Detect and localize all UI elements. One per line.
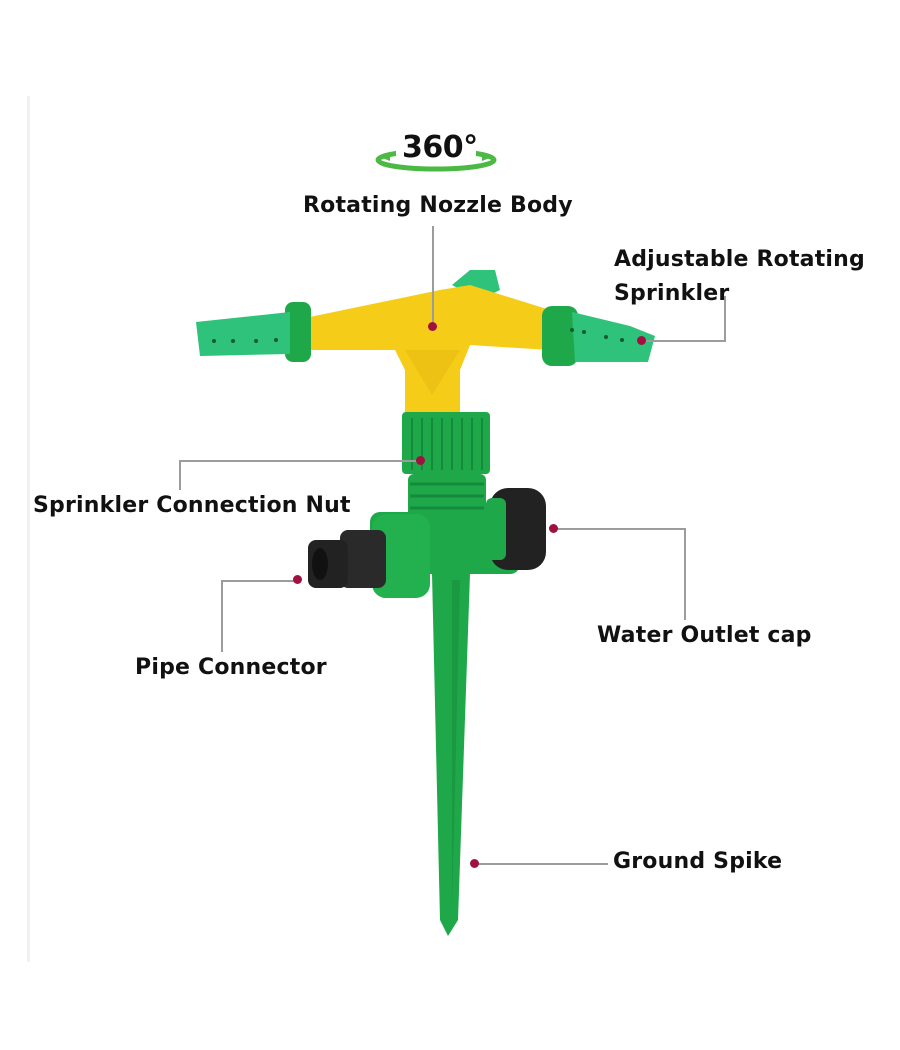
leader-pipe-connector-v	[221, 580, 223, 652]
label-pipe-connector: Pipe Connector	[135, 655, 327, 680]
label-water-outlet-cap: Water Outlet cap	[597, 623, 812, 648]
marker-adjustable-sprinkler	[637, 336, 646, 345]
label-adjustable-rotating-line2: Sprinkler	[614, 281, 730, 306]
leader-connection-nut-v	[179, 460, 181, 490]
label-sprinkler-connection-nut: Sprinkler Connection Nut	[33, 493, 351, 518]
leader-adjustable-sprinkler-h	[646, 340, 726, 342]
label-rotating-nozzle-body: Rotating Nozzle Body	[303, 193, 573, 218]
leader-ground-spike	[478, 863, 608, 865]
leader-pipe-connector-h	[221, 580, 295, 582]
leader-connection-nut-h	[179, 460, 419, 462]
label-ground-spike: Ground Spike	[613, 849, 783, 874]
leader-nozzle-body	[432, 226, 434, 324]
marker-ground-spike	[470, 859, 479, 868]
rotation-badge-text: 360°	[402, 130, 478, 165]
leader-water-outlet-h	[556, 528, 686, 530]
leader-water-outlet-v	[684, 528, 686, 620]
frame-border	[27, 96, 30, 962]
marker-water-outlet	[549, 524, 558, 533]
marker-pipe-connector	[293, 575, 302, 584]
leader-adjustable-sprinkler-v	[724, 296, 726, 342]
label-adjustable-rotating-line1: Adjustable Rotating	[614, 247, 865, 272]
marker-connection-nut	[416, 456, 425, 465]
marker-nozzle-body	[428, 322, 437, 331]
